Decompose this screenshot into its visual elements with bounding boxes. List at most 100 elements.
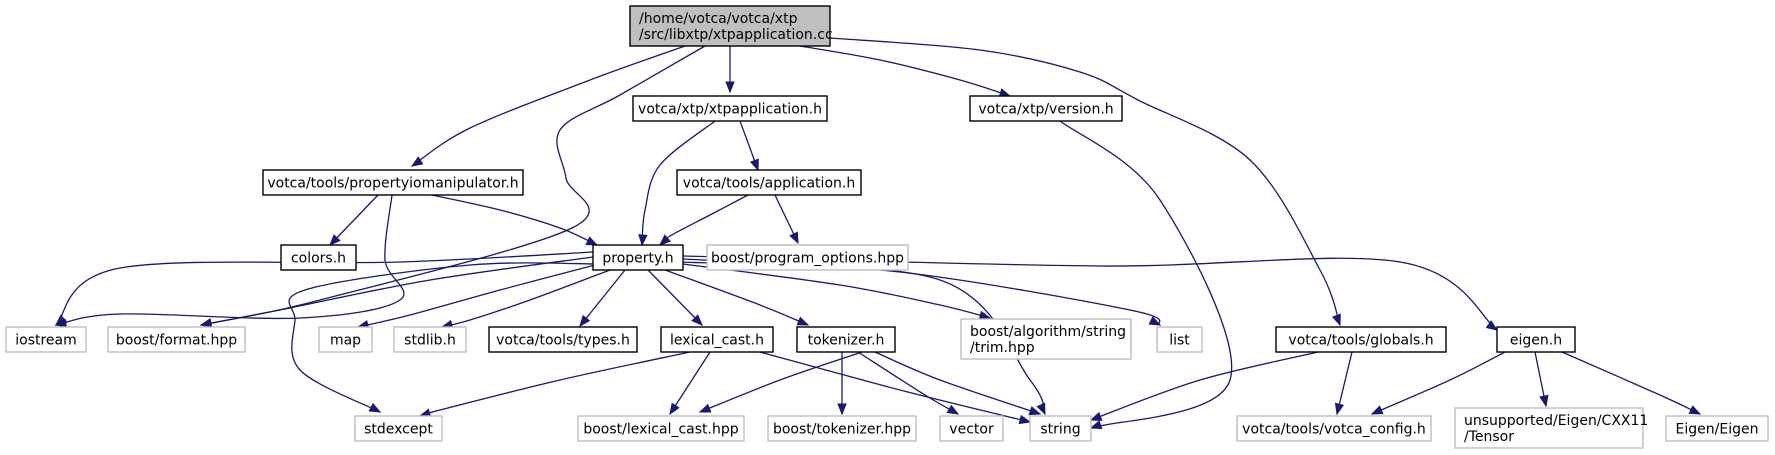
edge-tokenizer_h-to-boost_lexical_cast	[698, 351, 863, 413]
edge-arrowhead	[837, 403, 847, 416]
node-label: /trim.hpp	[970, 340, 1035, 356]
edge-property_h-to-boost_format	[199, 256, 594, 328]
node-box	[767, 415, 917, 442]
edge-line	[669, 351, 711, 415]
edge-arrowhead	[698, 403, 712, 413]
edge-arrowhead	[946, 404, 960, 415]
edge-line	[411, 45, 686, 167]
edge-arrowhead	[638, 234, 648, 247]
node-label: votca/tools/application.h	[683, 176, 855, 192]
node-label: vector	[949, 422, 994, 438]
node-label: string	[1040, 422, 1080, 438]
node-box	[488, 326, 638, 353]
edge-line	[419, 351, 691, 417]
node-stdexcept: stdexcept	[354, 415, 443, 442]
edge-propertyiomanipulator_h-to-property_h	[431, 194, 599, 246]
node-types_h[interactable]: votca/tools/types.h	[488, 326, 638, 353]
node-box	[1236, 415, 1432, 442]
node-box	[5, 326, 87, 353]
edge-arrowhead	[54, 314, 67, 326]
node-box	[969, 95, 1123, 122]
node-colors_h[interactable]: colors.h	[280, 244, 357, 271]
edge-arrowhead	[329, 234, 341, 246]
edge-application_h-to-property_h	[658, 194, 749, 246]
edge-line	[1090, 351, 1319, 421]
edge-arrowhead	[1485, 320, 1499, 331]
edge-line	[200, 256, 594, 326]
node-box	[660, 326, 774, 353]
node-box	[796, 326, 896, 353]
edge-arrowhead	[1539, 394, 1549, 408]
edge-line	[329, 194, 379, 246]
node-label: votca/xtp/version.h	[978, 102, 1113, 118]
edge-line	[288, 262, 601, 413]
node-stdlib_h: stdlib.h	[393, 326, 467, 353]
edge-line	[357, 264, 596, 328]
node-property_h[interactable]: property.h	[592, 244, 684, 271]
node-box	[577, 415, 745, 442]
node-boost_tokenizer: boost/tokenizer.hpp	[767, 415, 917, 442]
edge-arrowhead	[1036, 402, 1046, 416]
edge-line	[441, 269, 611, 328]
edge-line	[647, 269, 703, 326]
node-trim_hpp: boost/algorithm/string/trim.hpp	[960, 318, 1132, 360]
node-eigen_eigen: Eigen/Eigen	[1665, 415, 1769, 442]
node-xtpapplication_h[interactable]: votca/xtp/xtpapplication.h	[632, 95, 828, 122]
node-list: list	[1156, 326, 1203, 353]
node-label: list	[1169, 333, 1190, 349]
edge-line	[659, 194, 749, 246]
edge-root-to-version_h	[799, 45, 1012, 98]
edge-line	[1561, 351, 1701, 415]
node-box	[960, 318, 1132, 360]
node-boost_format: boost/format.hpp	[107, 326, 246, 353]
edge-arrowhead	[585, 236, 599, 246]
node-label: boost/program_options.hpp	[711, 251, 904, 267]
edge-xtpapplication_h-to-application_h	[739, 120, 759, 172]
node-label: stdexcept	[364, 422, 433, 438]
node-propertyiomanipulator_h[interactable]: votca/tools/propertyiomanipulator.h	[262, 169, 524, 196]
node-eigen_tensor: unsupported/Eigen/CXX11/Tensor	[1454, 407, 1648, 449]
node-vector: vector	[939, 415, 1004, 442]
edge-arrowhead	[1688, 405, 1702, 415]
node-label: boost/tokenizer.hpp	[773, 422, 911, 438]
edge-line	[874, 351, 1041, 415]
edge-arrowhead	[691, 314, 703, 326]
node-box	[107, 326, 246, 353]
edge-globals_h-to-string	[1089, 351, 1319, 421]
edge-arrowhead	[1028, 406, 1042, 416]
node-version_h[interactable]: votca/xtp/version.h	[969, 95, 1123, 122]
node-label: /src/libxtp/xtpapplication.cc	[639, 27, 833, 43]
node-lexical_cast_h[interactable]: lexical_cast.h	[660, 326, 774, 353]
node-box	[280, 244, 357, 271]
node-box	[592, 244, 684, 271]
node-globals_h[interactable]: votca/tools/globals.h	[1275, 326, 1447, 353]
nodes-layer: /home/votca/votca/xtp/src/libxtp/xtpappl…	[5, 5, 1769, 449]
node-root[interactable]: /home/votca/votca/xtp/src/libxtp/xtpappl…	[629, 5, 833, 47]
edge-arrowhead	[1370, 405, 1384, 415]
edge-lexical_cast_h-to-stdexcept	[418, 351, 691, 418]
edge-arrowhead	[789, 231, 799, 245]
node-box	[318, 326, 373, 353]
edge-line	[799, 45, 1011, 97]
edge-line	[699, 351, 863, 413]
edge-arrowhead	[749, 158, 759, 172]
edge-lexical_cast_h-to-boost_lexical_cast	[669, 351, 711, 416]
edge-version_h-to-string	[1059, 120, 1233, 430]
edge-line	[759, 351, 1031, 423]
node-label: boost/lexical_cast.hpp	[583, 422, 738, 438]
node-box	[1029, 415, 1092, 442]
node-label: stdlib.h	[404, 333, 456, 349]
edge-lexical_cast_h-to-string	[759, 351, 1032, 425]
edge-arrowhead	[579, 314, 591, 328]
node-map: map	[318, 326, 373, 353]
node-eigen_h[interactable]: eigen.h	[1496, 326, 1576, 353]
edge-line	[55, 251, 594, 326]
edge-property_h-to-iostream	[54, 251, 594, 326]
edge-line	[200, 45, 706, 326]
node-box	[676, 169, 862, 196]
node-application_h[interactable]: votca/tools/application.h	[676, 169, 862, 196]
node-box	[1156, 326, 1203, 353]
node-box	[1665, 415, 1769, 442]
node-tokenizer_h[interactable]: tokenizer.h	[796, 326, 896, 353]
